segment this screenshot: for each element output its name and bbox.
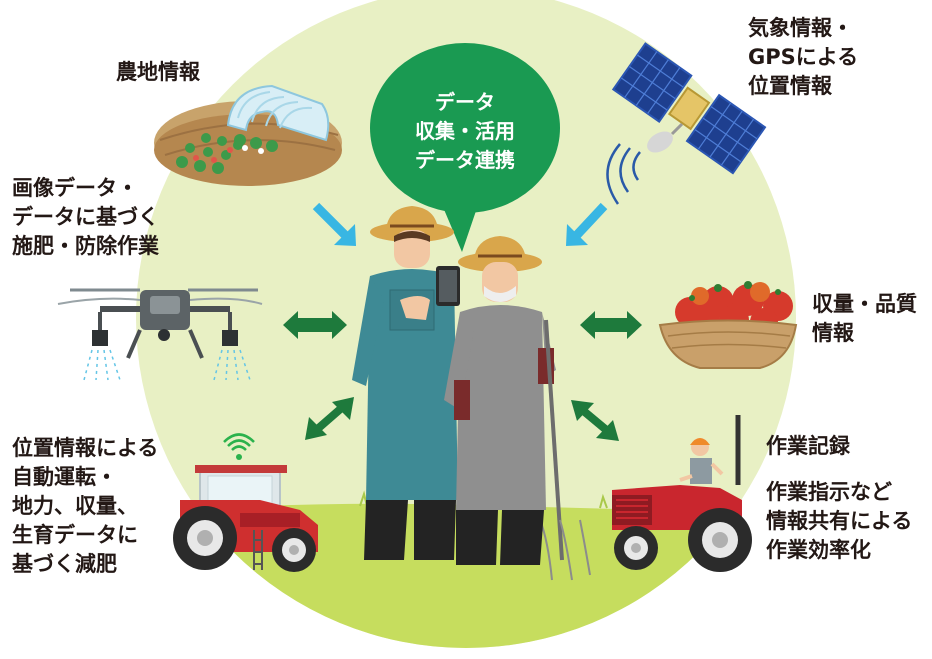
drone-icon <box>57 288 263 381</box>
center-bubble-line-1: データ <box>435 90 495 114</box>
center-bubble-line-2: 収集・活用 <box>415 119 515 143</box>
label-work-record: 作業記録 <box>766 432 850 461</box>
speech-bubble <box>370 43 560 252</box>
label-farmland-line-1: 農地情報 <box>116 60 200 84</box>
label-work-share-line-2: 情報共有による <box>766 509 913 533</box>
label-work-share: 作業指示など 情報共有による 作業効率化 <box>766 478 912 565</box>
label-tractor-left-line-1: 位置情報による <box>12 436 159 460</box>
satellite-icon <box>606 42 767 205</box>
label-tractor-left-line-5: 基づく減肥 <box>12 552 117 576</box>
label-drone-line-3: 施肥・防除作業 <box>12 234 159 258</box>
arrow-yield-center <box>580 311 642 339</box>
tractor-left-icon <box>173 433 318 572</box>
label-work-record-line-1: 作業記録 <box>766 434 850 458</box>
label-weather-gps: 気象情報・ GPSによる 位置情報 <box>748 14 858 101</box>
arrow-drone-center <box>283 311 347 339</box>
label-work-share-line-1: 作業指示など <box>766 480 892 504</box>
label-drone-line-2: データに基づく <box>12 205 159 229</box>
label-yield-quality-line-2: 情報 <box>812 321 854 345</box>
center-bubble-line-3: データ連携 <box>415 148 515 172</box>
label-drone: 画像データ・ データに基づく 施肥・防除作業 <box>12 174 159 261</box>
label-farmland: 農地情報 <box>116 58 200 87</box>
arrow-satellite-to-center <box>566 202 608 246</box>
tractor-right-icon <box>612 415 752 572</box>
label-tractor-left-line-3: 地力、収量、 <box>12 494 138 518</box>
label-tractor-left: 位置情報による 自動運転・ 地力、収量、 生育データに 基づく減肥 <box>12 434 158 579</box>
label-tractor-left-line-4: 生育データに <box>12 523 138 547</box>
farmers-illustration <box>352 206 591 581</box>
label-work-share-line-3: 作業効率化 <box>766 538 871 562</box>
arrow-tractor-left-center <box>305 397 354 440</box>
label-tractor-left-line-2: 自動運転・ <box>12 465 117 489</box>
label-weather-gps-line-2: GPSによる <box>748 45 859 69</box>
label-weather-gps-line-1: 気象情報・ <box>748 16 853 40</box>
arrow-farmland-to-center <box>312 202 356 246</box>
center-bubble-text: データ 収集・活用 データ連携 <box>385 88 545 175</box>
tomato-basket-icon <box>658 281 798 369</box>
arrow-tractor-right-center <box>571 400 619 441</box>
label-yield-quality: 収量・品質 情報 <box>812 290 917 348</box>
label-yield-quality-line-1: 収量・品質 <box>812 292 917 316</box>
label-drone-line-1: 画像データ・ <box>12 176 138 200</box>
farmland-icon <box>154 84 342 186</box>
label-weather-gps-line-3: 位置情報 <box>748 74 832 98</box>
